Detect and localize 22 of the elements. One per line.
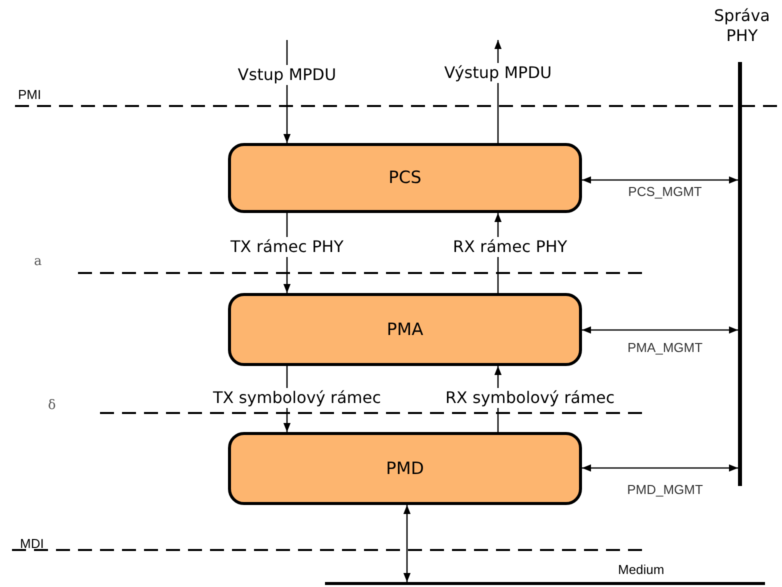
edge-label: PCS_MGMT xyxy=(628,184,702,199)
medium-label: Medium xyxy=(618,562,664,577)
process-box xyxy=(228,143,582,213)
process-box xyxy=(228,432,582,505)
process-box xyxy=(228,293,582,366)
arrow xyxy=(582,176,738,184)
box-label: PCS xyxy=(388,168,422,188)
edge-label: PMA_MGMT xyxy=(627,340,703,355)
edge-label: TX rámec PHY xyxy=(228,237,346,257)
arrow xyxy=(582,464,738,472)
edge-label: TX symbolový rámec xyxy=(210,388,384,408)
medium-line xyxy=(325,562,765,585)
arrow xyxy=(403,505,411,582)
box-label: PMD xyxy=(386,458,424,478)
interface-label: PMI xyxy=(18,87,42,102)
interface-label: MDI xyxy=(20,536,44,551)
edge-label: PMD_MGMT xyxy=(627,482,703,497)
box-label: PMA xyxy=(386,320,424,340)
arrow xyxy=(582,326,738,334)
bus-label: Správa PHY xyxy=(713,6,771,46)
interface-label: a xyxy=(34,254,42,269)
interface-label: δ xyxy=(48,398,56,413)
